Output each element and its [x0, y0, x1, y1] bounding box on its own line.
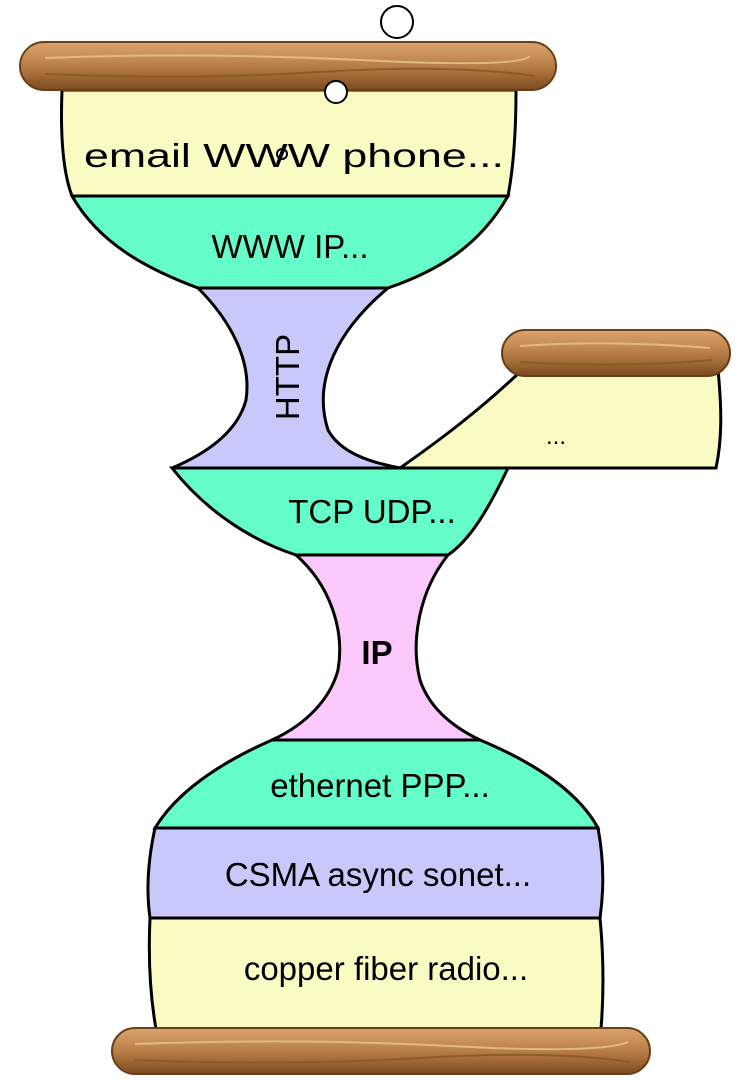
- layer-branch: [395, 368, 723, 470]
- label-link: ethernet PPP...: [270, 767, 490, 804]
- tiny-circle-marker: [276, 148, 288, 160]
- label-physical: copper fiber radio...: [244, 950, 528, 987]
- branch-wood-cap: [501, 329, 731, 377]
- top-wood-cap: [19, 41, 557, 91]
- bottom-wood-cap: [111, 1027, 651, 1075]
- branch-wood-grain-2: [519, 359, 713, 366]
- top-wood-grain-2: [44, 67, 536, 78]
- branch-wood-grain: [519, 342, 711, 349]
- label-applications: email WWW phone...: [84, 137, 504, 174]
- top-circle-marker: [380, 5, 414, 39]
- bottom-wood-grain-2: [134, 1053, 631, 1064]
- label-http: HTTP: [269, 334, 306, 420]
- label-transport: TCP UDP...: [288, 493, 456, 530]
- label-branch: ...: [546, 423, 566, 450]
- small-circle-marker: [324, 80, 348, 104]
- label-mac: CSMA async sonet...: [225, 856, 531, 893]
- bottom-wood-grain: [134, 1040, 629, 1051]
- label-app-protocols: WWW IP...: [211, 228, 368, 265]
- top-wood-grain: [44, 54, 531, 65]
- label-ip: IP: [361, 634, 392, 671]
